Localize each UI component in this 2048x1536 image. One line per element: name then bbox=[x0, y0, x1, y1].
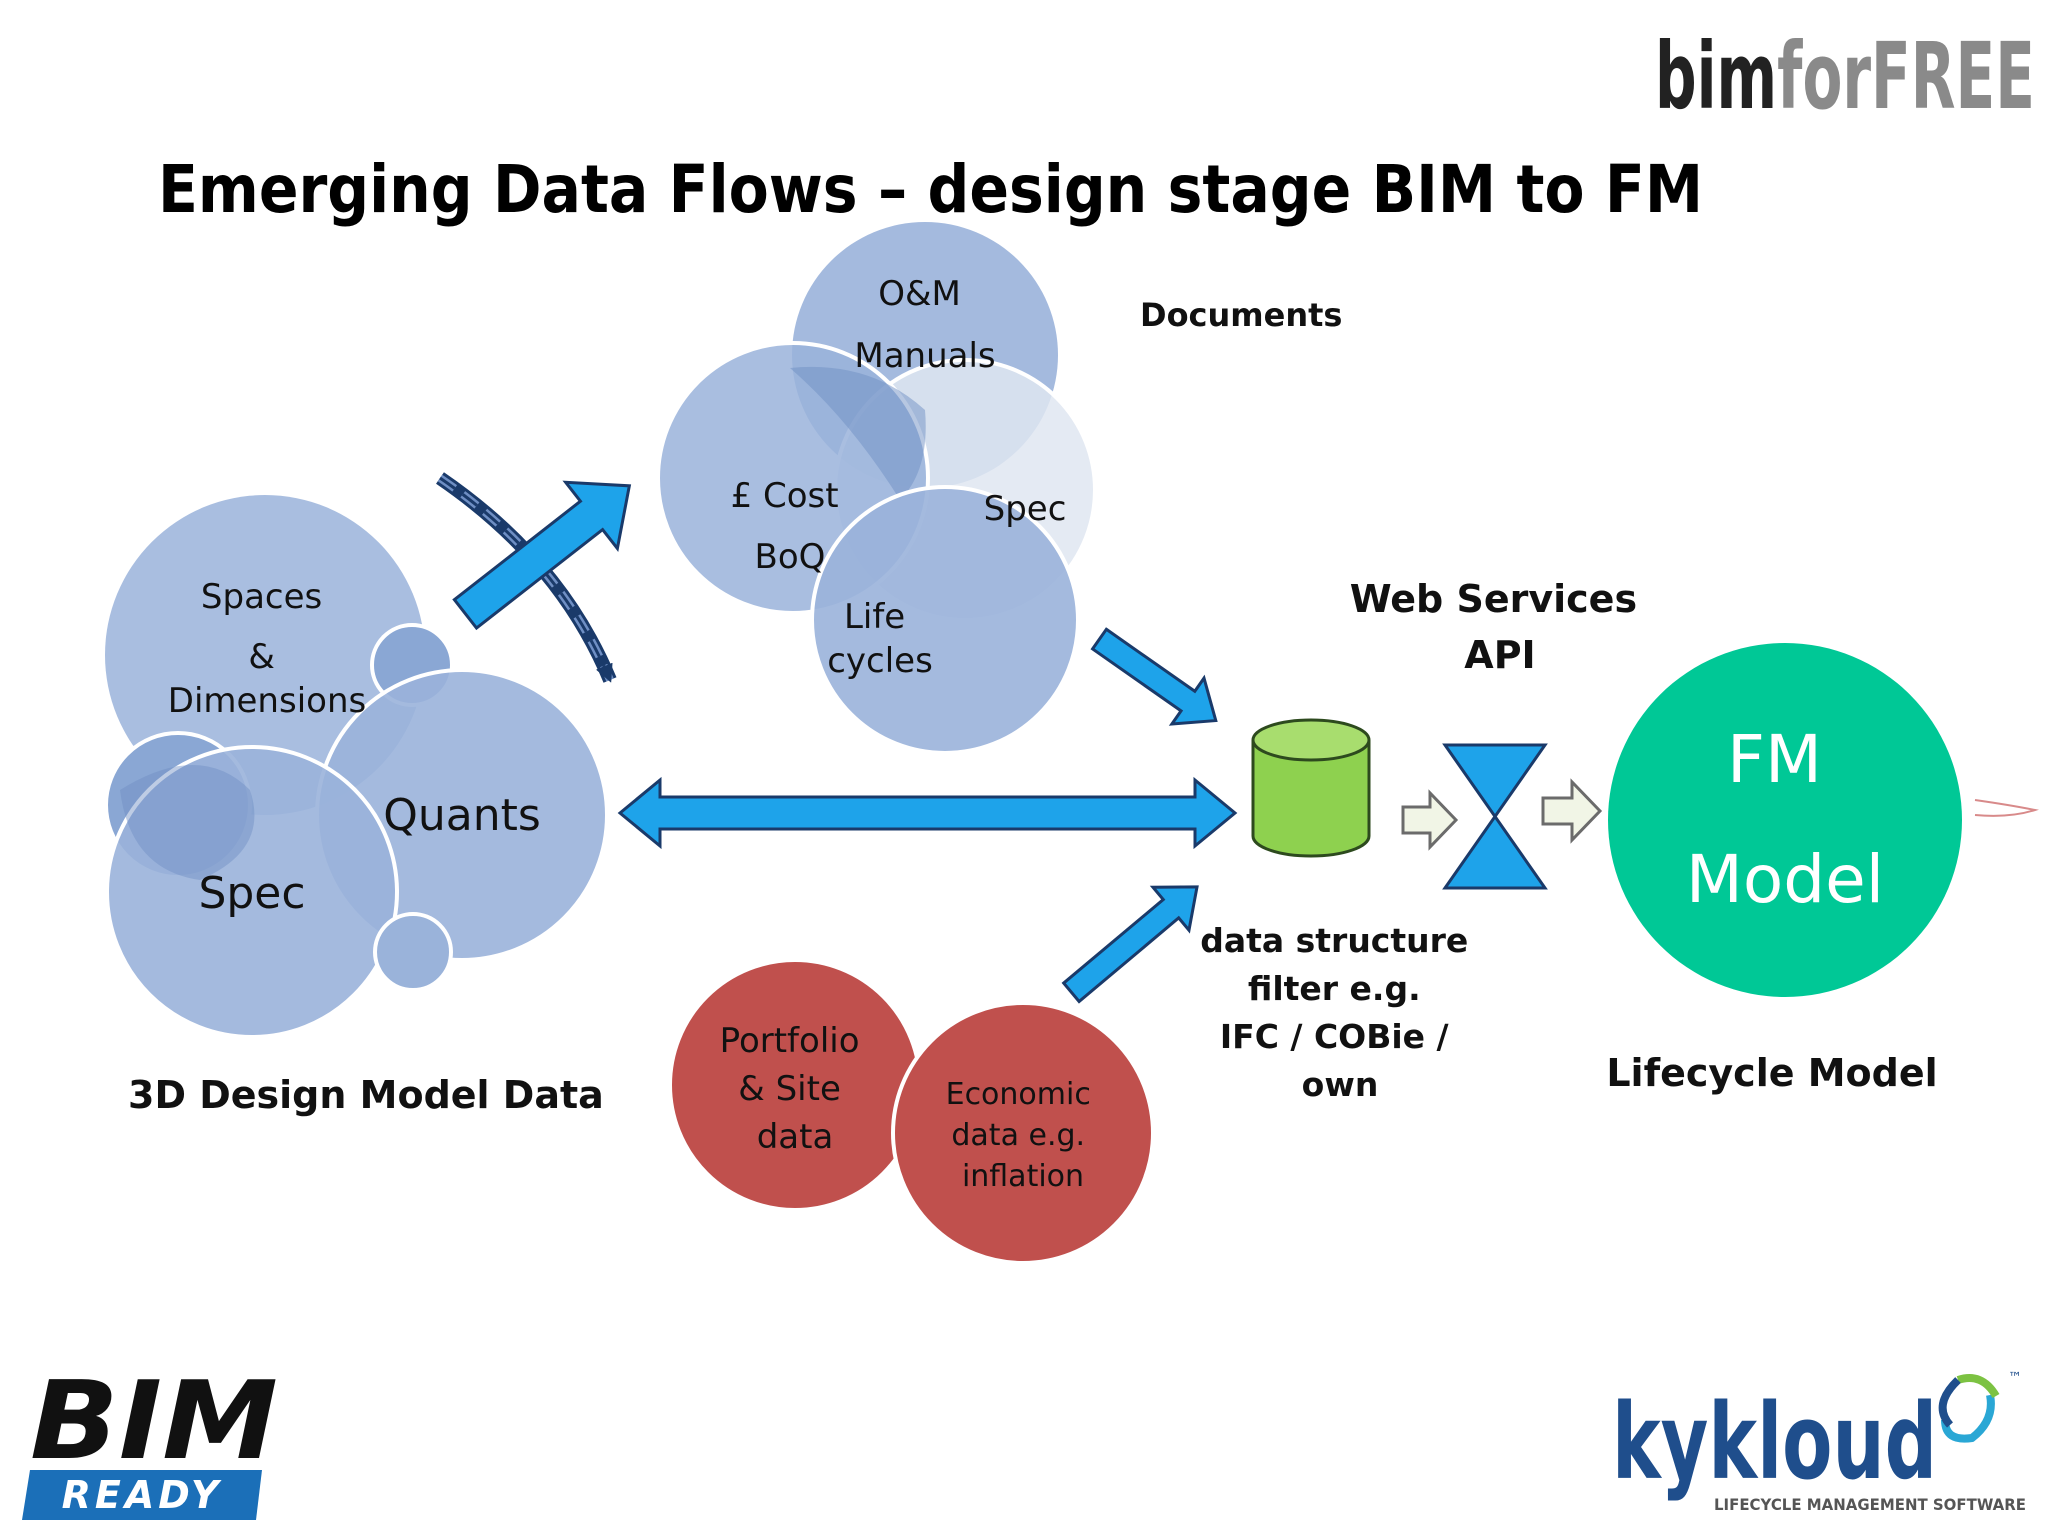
bimforfree-logo-part1: bim bbox=[1655, 23, 1777, 130]
slide-title: Emerging Data Flows – design stage BIM t… bbox=[158, 151, 1703, 228]
bimforfree-logo-part2: forFREE bbox=[1777, 23, 2035, 130]
economic-label-line1: Economic bbox=[946, 1077, 1091, 1112]
documents-caption: Documents bbox=[1140, 296, 1342, 334]
lifecycle-bubble bbox=[810, 485, 1080, 755]
svg-text:bimforFREE: bimforFREE bbox=[1655, 23, 2035, 130]
spec-doc-label: Spec bbox=[984, 489, 1067, 529]
database-cylinder-icon bbox=[1251, 718, 1371, 858]
kykloud-logo-tagline: LIFECYCLE MANAGEMENT SOFTWARE bbox=[1714, 1495, 2026, 1514]
spec-label: Spec bbox=[198, 868, 305, 919]
svg-text:Portfolio & Site d: Portfolio & Site data bbox=[720, 1021, 871, 1157]
portfolio-label-line2: & Site bbox=[738, 1069, 841, 1109]
kykloud-logo-tm: ™ bbox=[2008, 1370, 2022, 1386]
svg-text:Web Services API: Web Services API bbox=[1350, 577, 1651, 677]
filter-label-line2: filter e.g. bbox=[1248, 969, 1421, 1008]
economic-label-line3: inflation bbox=[962, 1159, 1084, 1194]
svg-text:£ Cost BoQ: £ Cost BoQ bbox=[731, 476, 850, 577]
fm-caption: Lifecycle Model bbox=[1606, 1051, 1937, 1095]
arrow-model-to-docs bbox=[452, 480, 632, 631]
bim-ready-logo: BIM READY bbox=[22, 1359, 278, 1520]
model-caption: 3D Design Model Data bbox=[128, 1073, 604, 1117]
documents-cluster: O&M Manuals £ Cost BoQ Spec Life cycles … bbox=[656, 222, 1342, 755]
svg-text:O&M Manuals: O&M Manuals bbox=[854, 274, 995, 376]
api-label-line1: Web Services bbox=[1350, 577, 1637, 621]
svg-text:FM Model: FM Model bbox=[1686, 721, 1884, 918]
filter-label-line4: own bbox=[1302, 1065, 1379, 1104]
bim-ready-logo-bottom: READY bbox=[62, 1473, 223, 1517]
economic-bubble bbox=[891, 1001, 1155, 1265]
fm-label-line2: Model bbox=[1686, 841, 1884, 918]
spaces-label-line2: & bbox=[248, 637, 275, 677]
om-label-line1: O&M bbox=[878, 274, 961, 314]
kykloud-logo-name: kykloud bbox=[1612, 1381, 1937, 1503]
fm-label-line1: FM bbox=[1727, 721, 1822, 798]
external-data-cluster: Portfolio & Site data Economic data e.g.… bbox=[668, 958, 1155, 1265]
cost-label-line2: BoQ bbox=[755, 537, 826, 577]
quants-label: Quants bbox=[383, 790, 541, 841]
small-bubble-bottom bbox=[373, 912, 453, 992]
filter-label-line1: data structure bbox=[1200, 921, 1468, 960]
cost-overlap-shading bbox=[790, 366, 926, 500]
bim-ready-badge bbox=[22, 1470, 262, 1520]
svg-text:Life cycles: Life cycles bbox=[827, 597, 933, 681]
om-label-line2: Manuals bbox=[854, 336, 995, 376]
arrow-docs-to-db bbox=[1090, 627, 1218, 726]
arrow-external-to-db bbox=[1061, 885, 1199, 1004]
filter-label-line3: IFC / COBie / bbox=[1220, 1017, 1450, 1056]
model-cluster: Spaces & Dimensions Quants Spec 3D Desig… bbox=[104, 495, 609, 1117]
bimforfree-logo: bimforFREE bbox=[1655, 23, 2035, 130]
bim-ready-logo-top: BIM bbox=[30, 1359, 278, 1484]
fm-model-circle bbox=[1608, 643, 1962, 997]
double-arrow-model-db bbox=[617, 776, 1238, 850]
cost-label-line1: £ Cost bbox=[731, 476, 839, 516]
hourglass-api-icon bbox=[1442, 743, 1548, 890]
kykloud-swirl-icon bbox=[1938, 1374, 2000, 1443]
svg-text:data structure filter e.g: data structure filter e.g. IFC / COBie /… bbox=[1200, 921, 1480, 1104]
portfolio-label-line1: Portfolio bbox=[720, 1021, 860, 1061]
spaces-label-line1: Spaces bbox=[201, 577, 322, 617]
svg-text:Spaces & Dimension: Spaces & Dimensions bbox=[168, 577, 366, 721]
small-arrow-api-fm bbox=[1541, 778, 1603, 844]
spaces-label-line3: Dimensions bbox=[168, 681, 366, 721]
overlap-shading bbox=[120, 765, 255, 880]
spec-bubble bbox=[105, 745, 399, 1039]
economic-label-line2: data e.g. bbox=[951, 1118, 1085, 1153]
api-label-line2: API bbox=[1464, 633, 1535, 677]
small-arrow-db-api bbox=[1401, 789, 1459, 851]
life-label-line2: cycles bbox=[827, 641, 933, 681]
life-label-line1: Life bbox=[844, 597, 905, 637]
kykloud-logo: kykloud ™ LIFECYCLE MANAGEMENT SOFTWARE bbox=[1612, 1370, 2026, 1514]
portfolio-label-line3: data bbox=[757, 1117, 834, 1157]
fm-model-tail bbox=[1974, 799, 2039, 817]
svg-text:Economic data e.g.: Economic data e.g. inflation bbox=[946, 1077, 1101, 1194]
